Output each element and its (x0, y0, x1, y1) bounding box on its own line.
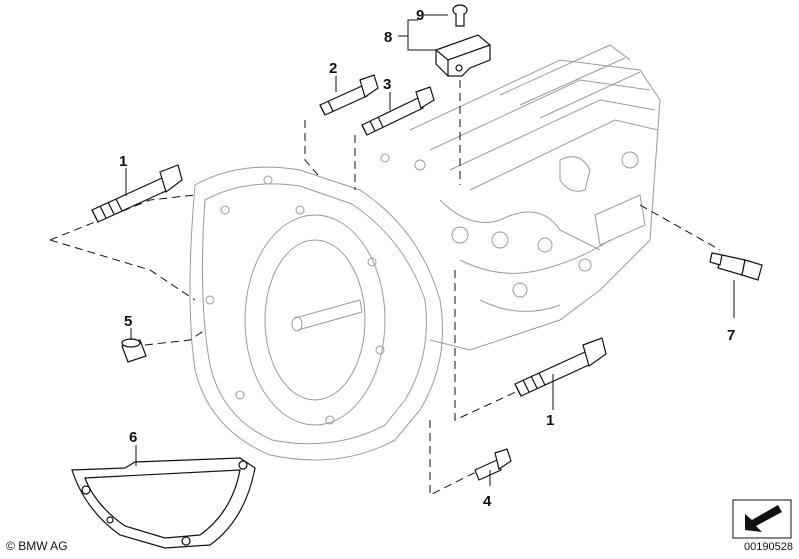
dowel-sleeve-part-5 (121, 338, 147, 363)
callout-5: 5 (124, 313, 132, 330)
transmission-housing (189, 44, 661, 461)
screw-part-9 (452, 4, 468, 27)
leader-lines (49, 80, 721, 496)
callout-2: 2 (329, 60, 337, 77)
direction-arrow-icon (732, 499, 792, 539)
copyright-icon: © (6, 539, 15, 553)
bolt-part-3 (361, 86, 435, 136)
diagram-number: 00190528 (744, 541, 793, 553)
callout-4: 4 (483, 493, 492, 510)
callout-1-left: 1 (119, 153, 127, 170)
copyright-text: BMW AG (18, 539, 68, 553)
callout-1-right: 1 (546, 412, 554, 429)
callout-3: 3 (383, 76, 391, 93)
callout-6: 6 (129, 429, 137, 446)
bolt-part-1-left (91, 164, 183, 223)
bolt-part-2 (319, 74, 379, 116)
bolt-part-4 (474, 448, 512, 481)
callout-leaders (125, 14, 735, 486)
callout-8: 8 (384, 29, 392, 46)
cover-plate-part-6 (71, 457, 256, 549)
callout-7: 7 (727, 327, 735, 344)
callout-9: 9 (416, 7, 424, 24)
bolt-part-1-right (514, 337, 607, 397)
bracket-part-8 (435, 34, 491, 77)
sensor-part-7 (709, 252, 763, 281)
copyright-notice: © BMW AG (6, 539, 68, 553)
